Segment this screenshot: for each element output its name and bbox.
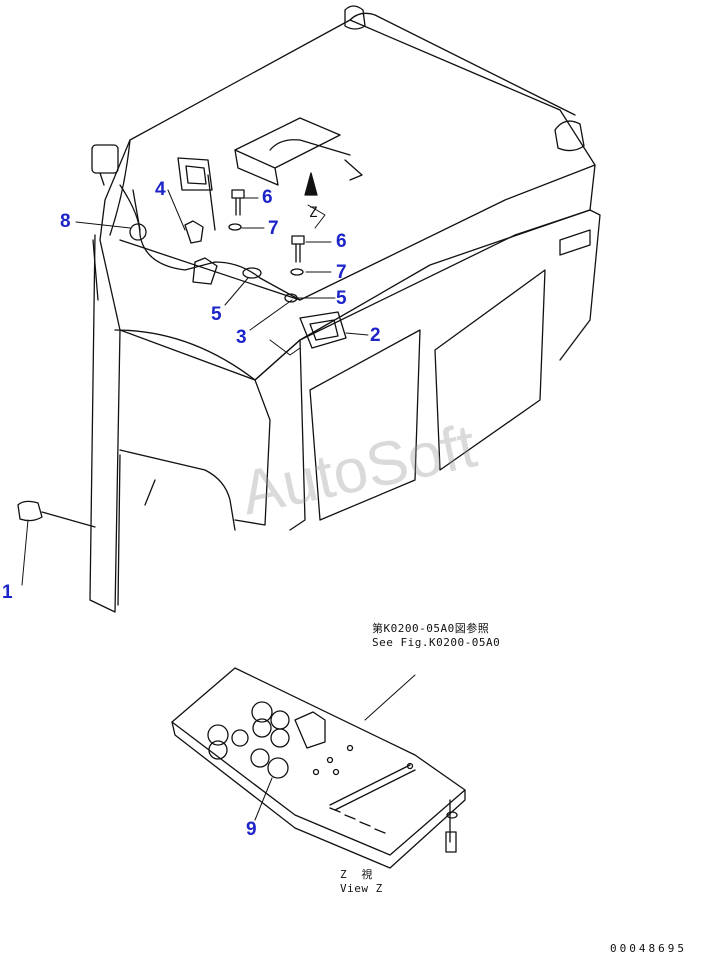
- view-label-jp: Z 視: [340, 868, 373, 881]
- view-z-marker: Z: [309, 205, 318, 221]
- wire-harness: [119, 174, 301, 303]
- callout-6-lower: 6: [336, 231, 347, 252]
- callout-3: 3: [236, 327, 247, 348]
- callout-7-upper: 7: [268, 218, 279, 239]
- view-label: Z 視 View Z: [340, 868, 383, 896]
- view-label-en: View Z: [340, 881, 383, 895]
- callout-2: 2: [370, 325, 381, 346]
- callout-4: 4: [155, 179, 166, 200]
- reference-note-jp: 第K0200-05A0図参照: [372, 622, 490, 635]
- callout-7-lower: 7: [336, 262, 347, 283]
- cab-roof: [99, 5, 596, 381]
- callout-9: 9: [246, 819, 257, 840]
- plate-leaders: [254, 674, 416, 821]
- lamp-rear: [91, 144, 119, 186]
- document-number: 00048695: [610, 942, 687, 955]
- reference-note: 第K0200-05A0図参照 See Fig.K0200-05A0: [372, 622, 500, 650]
- lamp-front-right: [299, 311, 347, 349]
- floor-plate: [171, 667, 466, 869]
- roof-hatch-detail: [234, 117, 363, 196]
- callout-5-right: 5: [336, 288, 347, 309]
- callout-6-upper: 6: [262, 187, 273, 208]
- sticker-part: [17, 500, 96, 528]
- leader-lines: [21, 189, 369, 586]
- reference-note-en: See Fig.K0200-05A0: [372, 635, 501, 649]
- callout-8: 8: [60, 211, 71, 232]
- cab-body: [89, 209, 601, 613]
- callout-5-left: 5: [211, 304, 222, 325]
- callout-1: 1: [2, 582, 13, 603]
- lamp-front-left: [177, 157, 213, 191]
